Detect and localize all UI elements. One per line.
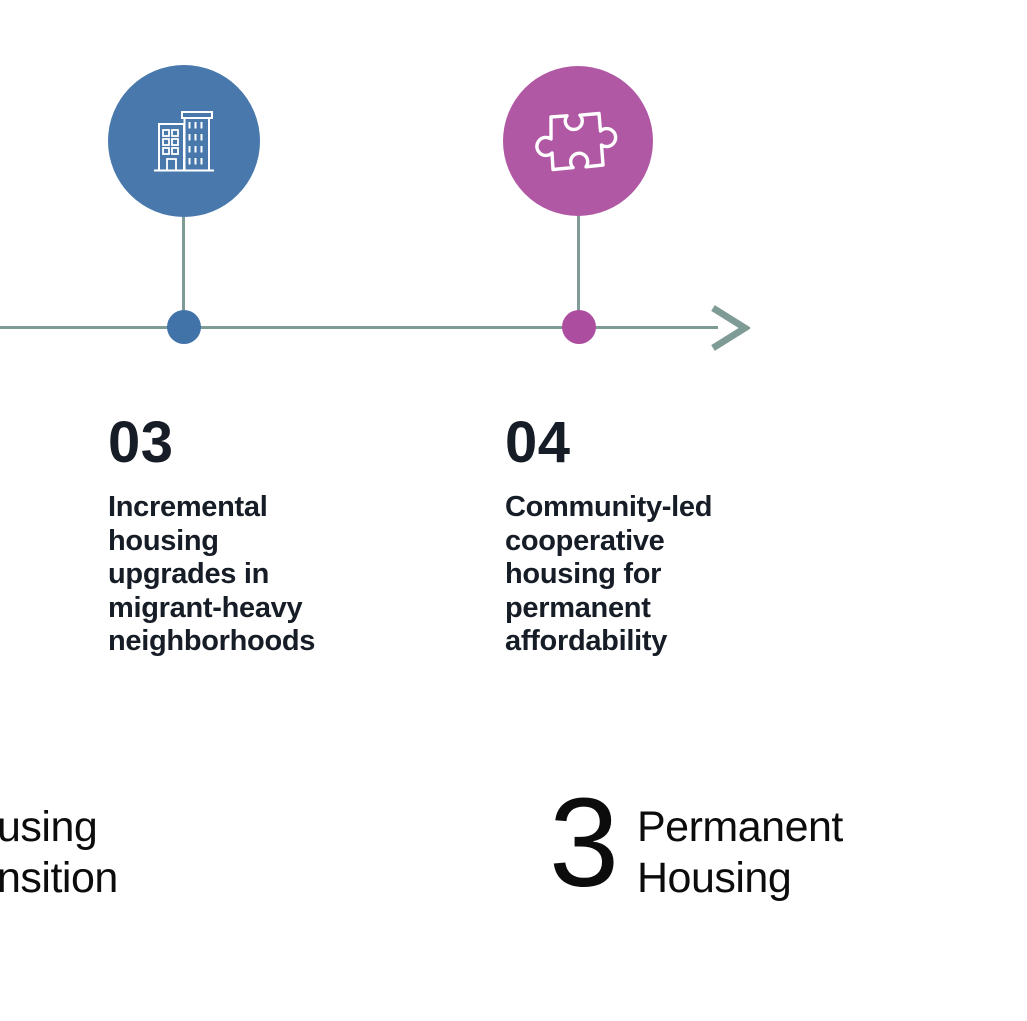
- step-04-circle: [503, 66, 653, 216]
- step-04-number: 04: [505, 410, 571, 475]
- step-03-description: Incremental housing upgrades in migrant-…: [108, 491, 316, 657]
- stage-2-label-fragment-line2: nsition: [0, 854, 118, 902]
- step-03-number: 03: [108, 410, 174, 475]
- timeline-dot-step-04: [562, 310, 596, 344]
- connector-line-step-03: [182, 217, 185, 327]
- building-icon: [153, 110, 215, 172]
- timeline-line: [0, 326, 718, 329]
- step-04-description: Community-led cooperative housing for pe…: [505, 491, 713, 657]
- step-03-circle: [108, 65, 260, 217]
- stage-3-label: Permanent Housing: [637, 803, 843, 902]
- stage-3-number: 3: [549, 772, 620, 913]
- arrow-right-icon: [710, 305, 750, 351]
- timeline-dot-step-03: [167, 310, 201, 344]
- puzzle-icon: [531, 103, 625, 179]
- connector-line-step-04: [577, 213, 580, 327]
- stage-2-label-fragment-line1: using: [0, 803, 98, 851]
